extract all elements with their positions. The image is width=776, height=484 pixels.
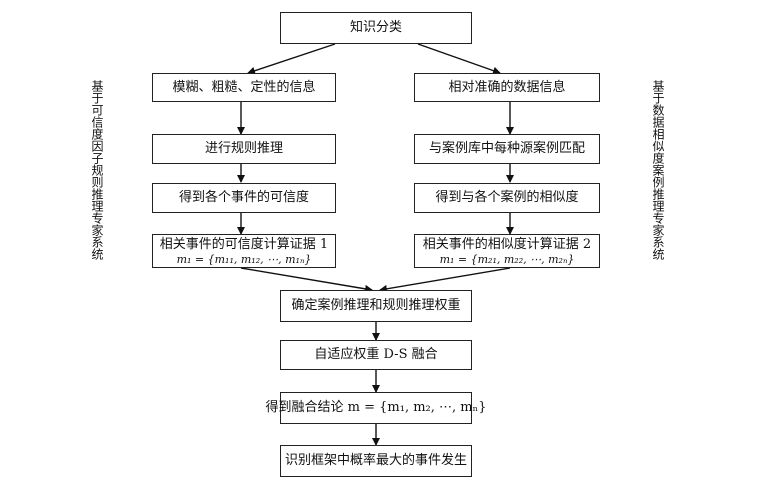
node-accurate-info: 相对准确的数据信息: [414, 73, 600, 102]
node-knowledge-classification: 知识分类: [280, 12, 472, 44]
node-label: 相对准确的数据信息: [448, 79, 566, 95]
node-adaptive-fusion: 自适应权重 D-S 融合: [280, 340, 472, 370]
node-evidence1: 相关事件的可信度计算证据 1 m₁ = {m₁₁, m₁₂, ⋯, m₁ₙ}: [152, 234, 336, 268]
node-label: 与案例库中每种源案例匹配: [428, 141, 585, 156]
evidence1-formula: m₁ = {m₁₁, m₁₂, ⋯, m₁ₙ}: [176, 252, 312, 266]
node-label: 识别框架中概率最大的事件发生: [284, 453, 467, 468]
node-label: 知识分类: [349, 20, 402, 35]
node-rule-reasoning: 进行规则推理: [152, 134, 336, 164]
evidence2-formula: m₁ = {m₂₁, m₂₂, ⋯, m₂ₙ}: [439, 252, 575, 266]
node-label: 得到与各个案例的相似度: [435, 190, 579, 205]
node-case-matching: 与案例库中每种源案例匹配: [414, 134, 600, 164]
node-identify-event: 识别框架中概率最大的事件发生: [280, 445, 472, 477]
node-fusion-result: 得到融合结论 m = {m₁, m₂, ⋯, mₙ}: [266, 392, 487, 424]
arrow-to-fuzzy: [247, 43, 336, 75]
node-label: 确定案例推理和规则推理权重: [291, 298, 461, 313]
node-label: 相关事件的相似度计算证据 2: [422, 236, 592, 252]
node-label: 自适应权重 D-S 融合: [314, 347, 438, 362]
arrow-evidence1-to-weights: [240, 267, 373, 293]
node-similarity: 得到与各个案例的相似度: [414, 183, 600, 213]
node-determine-weights: 确定案例推理和规则推理权重: [280, 290, 472, 322]
node-label: 模糊、粗糙、定性的信息: [172, 79, 316, 95]
side-label-right: 基于数据相似度案例推理专家系统: [651, 80, 665, 260]
side-label-left: 基于可信度因子规则推理专家系统: [90, 80, 104, 260]
node-label: 相关事件的可信度计算证据 1: [159, 236, 329, 252]
node-label: 得到融合结论 m = {m₁, m₂, ⋯, mₙ}: [265, 400, 487, 415]
node-label: 进行规则推理: [204, 141, 283, 156]
node-evidence2: 相关事件的相似度计算证据 2 m₁ = {m₂₁, m₂₂, ⋯, m₂ₙ}: [414, 234, 600, 268]
node-credibility: 得到各个事件的可信度: [152, 183, 336, 213]
arrow-evidence2-to-weights: [379, 267, 511, 293]
arrow-to-accurate: [417, 43, 501, 75]
node-label: 得到各个事件的可信度: [178, 190, 309, 205]
node-fuzzy-info: 模糊、粗糙、定性的信息: [152, 73, 336, 102]
